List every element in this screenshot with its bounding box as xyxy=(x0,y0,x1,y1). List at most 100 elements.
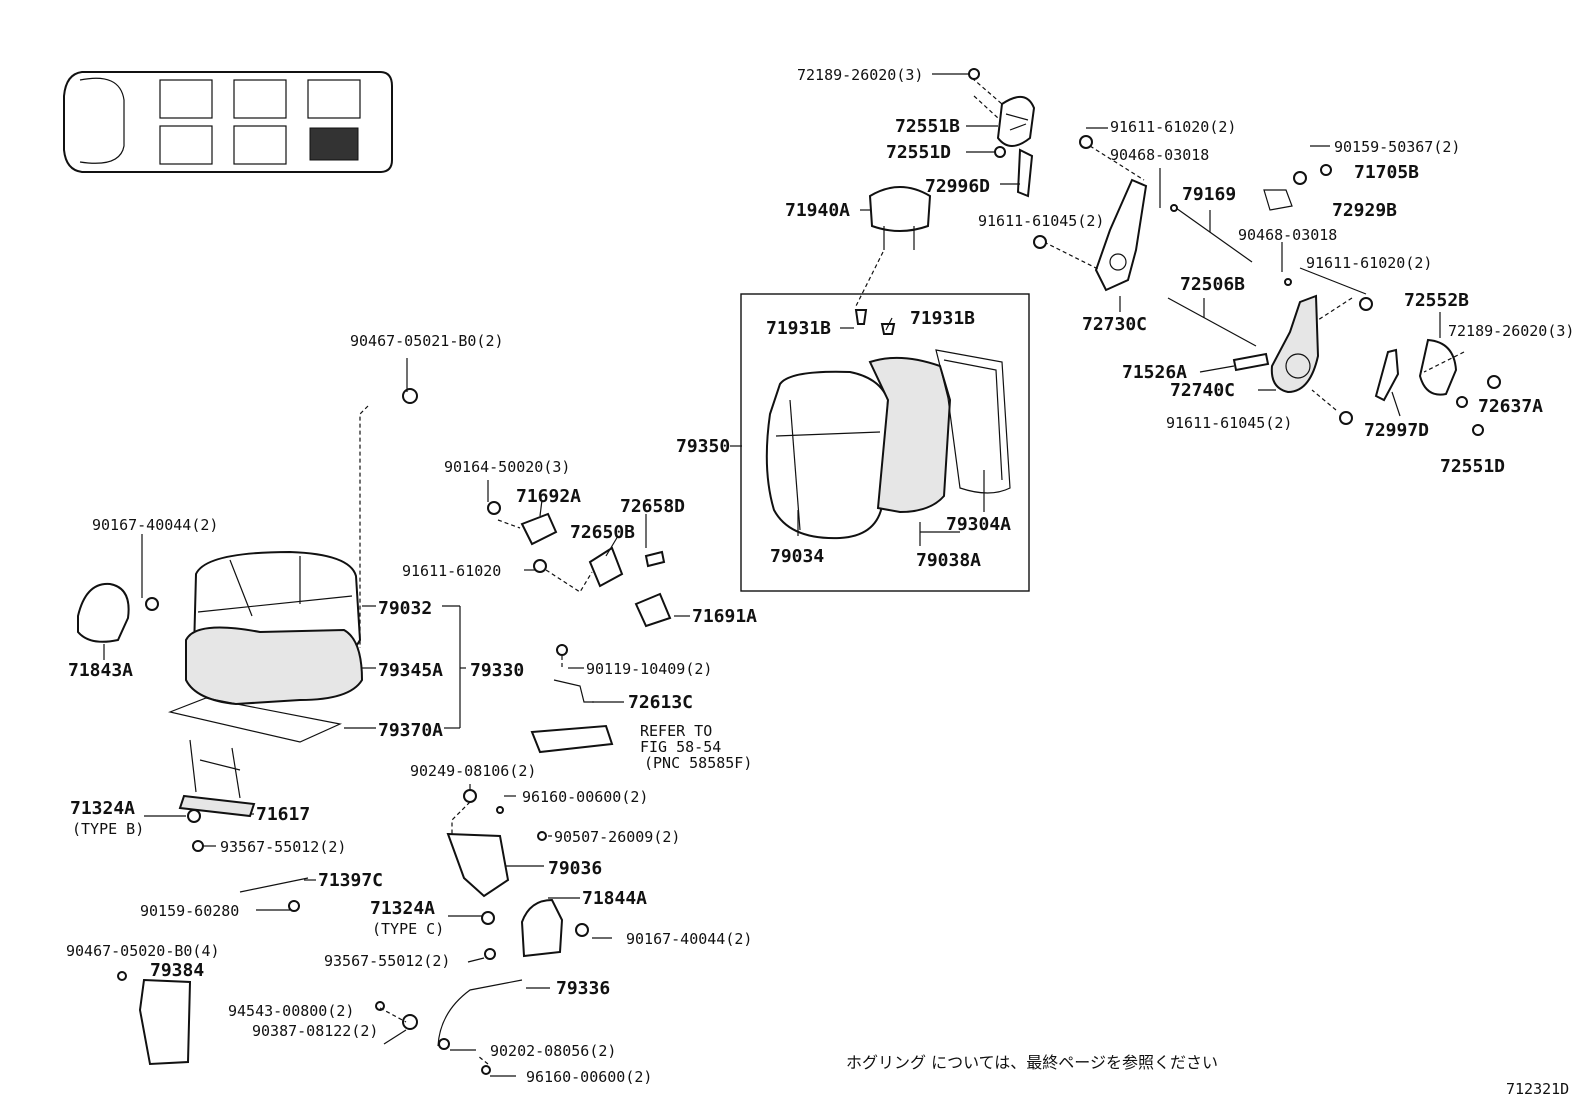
label-90159-50367: 90159-50367(2) xyxy=(1334,138,1460,156)
seat-frame-79370a xyxy=(167,697,342,799)
label-90468-03018-b: 90468-03018 xyxy=(1238,226,1337,244)
latch-79036 xyxy=(446,832,510,898)
label-94543-00800: 94543-00800(2) xyxy=(228,1002,354,1020)
label-71931b-left: 71931B xyxy=(766,318,831,339)
label-71940a: 71940A xyxy=(785,200,850,221)
label-71705b: 71705B xyxy=(1354,162,1419,183)
connecting-rod-72506b xyxy=(1167,297,1257,347)
label-90467-05020-b0: 90467-05020-B0(4) xyxy=(66,942,220,960)
seatback-cover-79034 xyxy=(765,370,890,540)
label-72740c: 72740C xyxy=(1170,380,1235,401)
label-79330: 79330 xyxy=(470,660,524,681)
bolt-icon xyxy=(968,68,1501,436)
refer-line2: FIG 58-54 xyxy=(640,738,721,756)
seatback-assembly-box xyxy=(740,293,1030,592)
label-72650b: 72650B xyxy=(570,522,635,543)
release-lever-72929b xyxy=(1263,189,1293,211)
label-72997d: 72997D xyxy=(1364,420,1429,441)
connecting-rod-79169 xyxy=(1175,207,1253,263)
label-type-c: (TYPE C) xyxy=(372,920,444,938)
label-72613c: 72613C xyxy=(628,692,693,713)
hog-ring-note: ホグリング については、最終ページを参照ください xyxy=(846,1053,1218,1072)
figure-code: 712321D xyxy=(1506,1080,1569,1098)
lever-71397c xyxy=(239,877,309,893)
label-79336: 79336 xyxy=(556,978,610,999)
refer-line1: REFER TO xyxy=(640,722,712,740)
label-72929b: 72929B xyxy=(1332,200,1397,221)
label-79038a: 79038A xyxy=(916,550,981,571)
label-71324a-type-b: 71324A xyxy=(70,798,135,819)
release-handle-71526a xyxy=(1232,352,1270,372)
label-96160-00600-a: 96160-00600(2) xyxy=(522,788,648,806)
seatback-frame-79304a xyxy=(935,349,1011,494)
recliner-bracket-72730c xyxy=(1094,178,1148,292)
hinge-72650b xyxy=(588,546,624,588)
label-71843a: 71843A xyxy=(68,660,133,681)
label-90119-10409: 90119-10409(2) xyxy=(586,660,712,678)
cushion-cover-71843a xyxy=(77,582,130,643)
recliner-cover-72551b xyxy=(996,96,1036,147)
label-93567-55012-b: 93567-55012(2) xyxy=(324,952,450,970)
label-90202-08056: 90202-08056(2) xyxy=(490,1042,616,1060)
leader-lines xyxy=(103,73,1441,1077)
label-79384: 79384 xyxy=(150,960,204,981)
label-79032: 79032 xyxy=(378,598,432,619)
label-72996d: 72996D xyxy=(925,176,990,197)
recliner-mechanism-72740c xyxy=(1270,294,1320,394)
seat-cushion-pad-79345a xyxy=(185,626,364,706)
label-79169: 79169 xyxy=(1182,184,1236,205)
hinge-71691a xyxy=(634,592,672,628)
headrest-support-71931b xyxy=(854,309,896,335)
label-90167-40044-b: 90167-40044(2) xyxy=(626,930,752,948)
label-90507-26009: 90507-26009(2) xyxy=(554,828,680,846)
screw-icon xyxy=(117,388,589,1075)
label-93567-55012-a: 93567-55012(2) xyxy=(220,838,346,856)
cable-79336 xyxy=(437,979,523,1047)
label-79036: 79036 xyxy=(548,858,602,879)
label-79304a: 79304A xyxy=(946,514,1011,535)
label-type-b: (TYPE B) xyxy=(72,820,144,838)
label-79370a: 79370A xyxy=(378,720,443,741)
label-72551d-bottom: 72551D xyxy=(1440,456,1505,477)
label-71844a: 71844A xyxy=(582,888,647,909)
label-72551d-top: 72551D xyxy=(886,142,951,163)
label-79350: 79350 xyxy=(676,436,730,457)
label-71691a: 71691A xyxy=(692,606,757,627)
hinge-71692a xyxy=(520,512,558,546)
bracket-72613c xyxy=(553,679,594,703)
label-90164-50020: 90164-50020(3) xyxy=(444,458,570,476)
referenced-tray-part xyxy=(530,724,614,754)
latch-cover-71844a xyxy=(520,898,564,958)
vehicle-topview-icon xyxy=(63,71,393,173)
recliner-cover-72996d xyxy=(1016,148,1034,198)
label-72189-26020-a: 72189-26020(3) xyxy=(797,66,923,84)
label-90249-08106: 90249-08106(2) xyxy=(410,762,536,780)
seat-side-panel-79384 xyxy=(138,978,192,1066)
label-90468-03018-a: 90468-03018 xyxy=(1110,146,1209,164)
label-79034: 79034 xyxy=(770,546,824,567)
label-91611-61020-a: 91611-61020(2) xyxy=(1110,118,1236,136)
label-90387-08122: 90387-08122(2) xyxy=(252,1022,378,1040)
label-96160-00600-b: 96160-00600(2) xyxy=(526,1068,652,1086)
label-90467-05021-b0: 90467-05021-B0(2) xyxy=(350,332,504,350)
seatback-pad-79038a xyxy=(868,356,952,514)
label-72552b: 72552B xyxy=(1404,290,1469,311)
label-79345a: 79345A xyxy=(378,660,443,681)
recliner-cover-72552b xyxy=(1418,338,1458,396)
pin-72658d xyxy=(644,550,666,568)
label-90159-60280: 90159-60280 xyxy=(140,902,239,920)
label-90167-40044-a: 90167-40044(2) xyxy=(92,516,218,534)
label-91611-61045-a: 91611-61045(2) xyxy=(978,212,1104,230)
label-72189-26020-b: 72189-26020(3) xyxy=(1448,322,1574,340)
label-72730c: 72730C xyxy=(1082,314,1147,335)
seat-rail-71617 xyxy=(178,794,256,818)
headrest-71940a xyxy=(868,186,932,250)
label-71526a: 71526A xyxy=(1122,362,1187,383)
label-72658d: 72658D xyxy=(620,496,685,517)
label-71617: 71617 xyxy=(256,804,310,825)
label-72637a: 72637A xyxy=(1478,396,1543,417)
refer-line3: (PNC 58585F) xyxy=(644,754,752,772)
label-72551b: 72551B xyxy=(895,116,960,137)
dashed-lines xyxy=(359,405,593,1065)
